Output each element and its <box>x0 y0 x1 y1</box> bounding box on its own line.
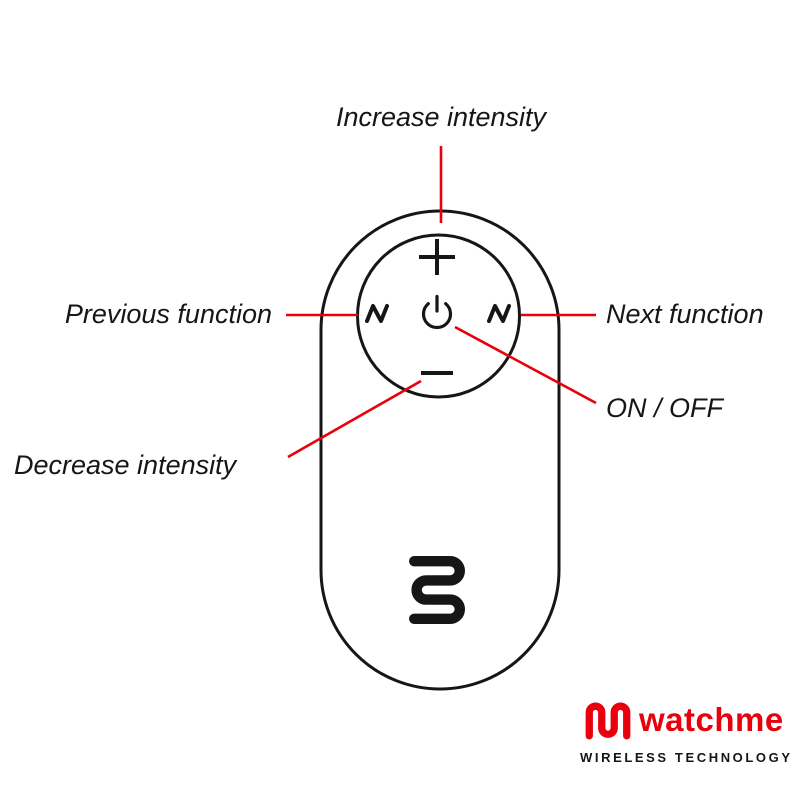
power-icon <box>421 294 453 330</box>
decrease-leader-line <box>287 379 422 459</box>
brand-logo-mark <box>585 702 631 740</box>
next-function-label: Next function <box>606 299 764 329</box>
previous-function-wave-icon <box>365 304 389 323</box>
onoff-leader-line <box>454 325 597 405</box>
on-off-label: ON / OFF <box>606 393 723 423</box>
increase-intensity-label: Increase intensity <box>335 102 547 132</box>
brand-tagline: WIRELESS TECHNOLOGY <box>580 750 793 765</box>
remote-logo-mark <box>408 555 465 625</box>
plus-icon <box>419 239 455 275</box>
brand-name: watchme <box>639 701 784 738</box>
previous-function-label: Previous function <box>64 299 272 329</box>
next-function-wave-icon <box>487 304 511 323</box>
decrease-intensity-label: Decrease intensity <box>14 450 237 480</box>
